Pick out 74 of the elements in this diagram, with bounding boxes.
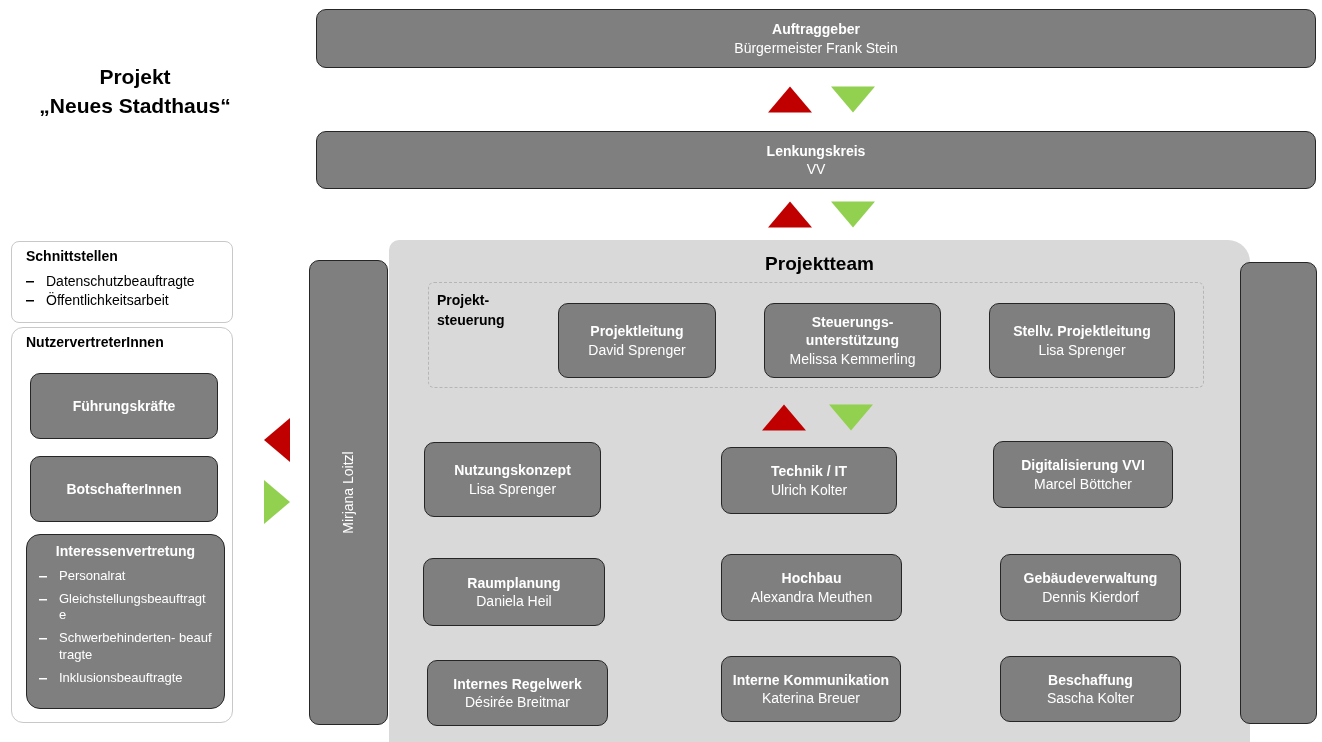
- arrow-triangle: [831, 86, 875, 113]
- unit-title: Gebäudeverwaltung: [1023, 569, 1158, 588]
- role-box: [26, 534, 225, 709]
- unit-title: Hochbau: [781, 569, 842, 588]
- arrow-triangle: [829, 404, 873, 431]
- role-box: [989, 303, 1175, 378]
- role-box: [721, 656, 901, 722]
- arrow-triangle: [831, 201, 875, 228]
- person-name: Ulrich Kolter: [770, 480, 848, 499]
- list-item: Öffentlichkeitsarbeit: [46, 290, 169, 310]
- person-name: Katerina Breuer: [761, 689, 861, 708]
- person-name: Melissa Kemmerling: [789, 349, 916, 368]
- unit-title: Raumplanung: [467, 573, 561, 592]
- group-frame: [428, 282, 1204, 388]
- person-name: Dennis Kierdorf: [1042, 587, 1139, 606]
- unit-title: Führungskräfte: [72, 396, 176, 416]
- unit-title: Beschaffung: [1048, 670, 1133, 689]
- team-panel: [389, 240, 1250, 742]
- person-name: Lisa Sprenger: [468, 479, 557, 498]
- group-panel: [11, 327, 233, 723]
- unit-title: Internes Regelwerk: [453, 674, 582, 693]
- group-title: Interessenvertretung: [54, 543, 197, 561]
- person-name: Alexandra Meuthen: [750, 587, 873, 606]
- list-item: Schwerbehinderten- beauftragte: [59, 630, 212, 663]
- arrow-triangle: [768, 86, 812, 113]
- role-box: [1000, 656, 1181, 722]
- person-name: Daniela Heil: [476, 592, 552, 611]
- role-box: [558, 303, 716, 378]
- unit-title: Interne Kommunikation: [732, 670, 890, 689]
- person-name: Marcel Böttcher: [1033, 474, 1132, 493]
- role-box: [316, 9, 1316, 68]
- side-bar: [309, 260, 388, 725]
- group-title: Projekt- steuerung: [437, 291, 506, 330]
- list-item: Gleichstellungsbeauftragte: [59, 590, 207, 624]
- unit-title: BotschafterInnen: [66, 479, 182, 499]
- unit-title: Steuerungs- unterstützung: [804, 313, 901, 350]
- person-name: Sascha Kolter: [1046, 689, 1135, 708]
- role-box: [993, 441, 1173, 508]
- person-name: Désirée Breitmar: [465, 693, 570, 712]
- person-name: David Sprenger: [588, 340, 686, 359]
- arrow-triangle: [768, 201, 812, 228]
- unit-title: Auftraggeber: [772, 20, 860, 39]
- role-box: [764, 303, 941, 378]
- role-box: [1000, 554, 1181, 621]
- role-box: [316, 131, 1316, 189]
- vertical-label: Mirjana Loitzl: [339, 451, 357, 534]
- role-box: [721, 447, 897, 514]
- person-name: Bürgermeister Frank Stein: [734, 38, 898, 57]
- unit-title: Nutzungskonzept: [454, 461, 571, 480]
- unit-title: Stellv. Projektleitung: [1013, 322, 1151, 341]
- side-bar: [1240, 262, 1317, 724]
- arrow-triangle: [264, 480, 290, 524]
- role-box: [427, 660, 608, 726]
- unit-title: Digitalisierung VVI: [1021, 456, 1145, 475]
- role-box: [424, 442, 601, 517]
- unit-title: Lenkungskreis: [766, 141, 866, 160]
- role-box: [721, 554, 902, 621]
- unit-title: Technik / IT: [771, 462, 847, 481]
- unit-title: Projektleitung: [590, 322, 684, 341]
- list-item: Datenschutzbeauftragte: [46, 271, 195, 291]
- arrow-triangle: [762, 404, 806, 431]
- info-panel: [11, 241, 233, 323]
- list-item: Personalrat: [59, 567, 126, 584]
- group-title: NutzervertreterInnen: [26, 333, 165, 352]
- arrow-triangle: [264, 418, 290, 462]
- group-title: Schnittstellen: [26, 247, 119, 266]
- role-box: [30, 456, 218, 522]
- list-item: Inklusionsbeauftragte: [59, 669, 183, 686]
- team-title: Projektteam: [764, 252, 875, 276]
- diagram-title: Projekt „Neues Stadthaus“: [38, 64, 232, 120]
- person-name: Lisa Sprenger: [1038, 340, 1126, 359]
- person-name: VV: [806, 160, 826, 179]
- role-box: [30, 373, 218, 439]
- role-box: [423, 558, 605, 626]
